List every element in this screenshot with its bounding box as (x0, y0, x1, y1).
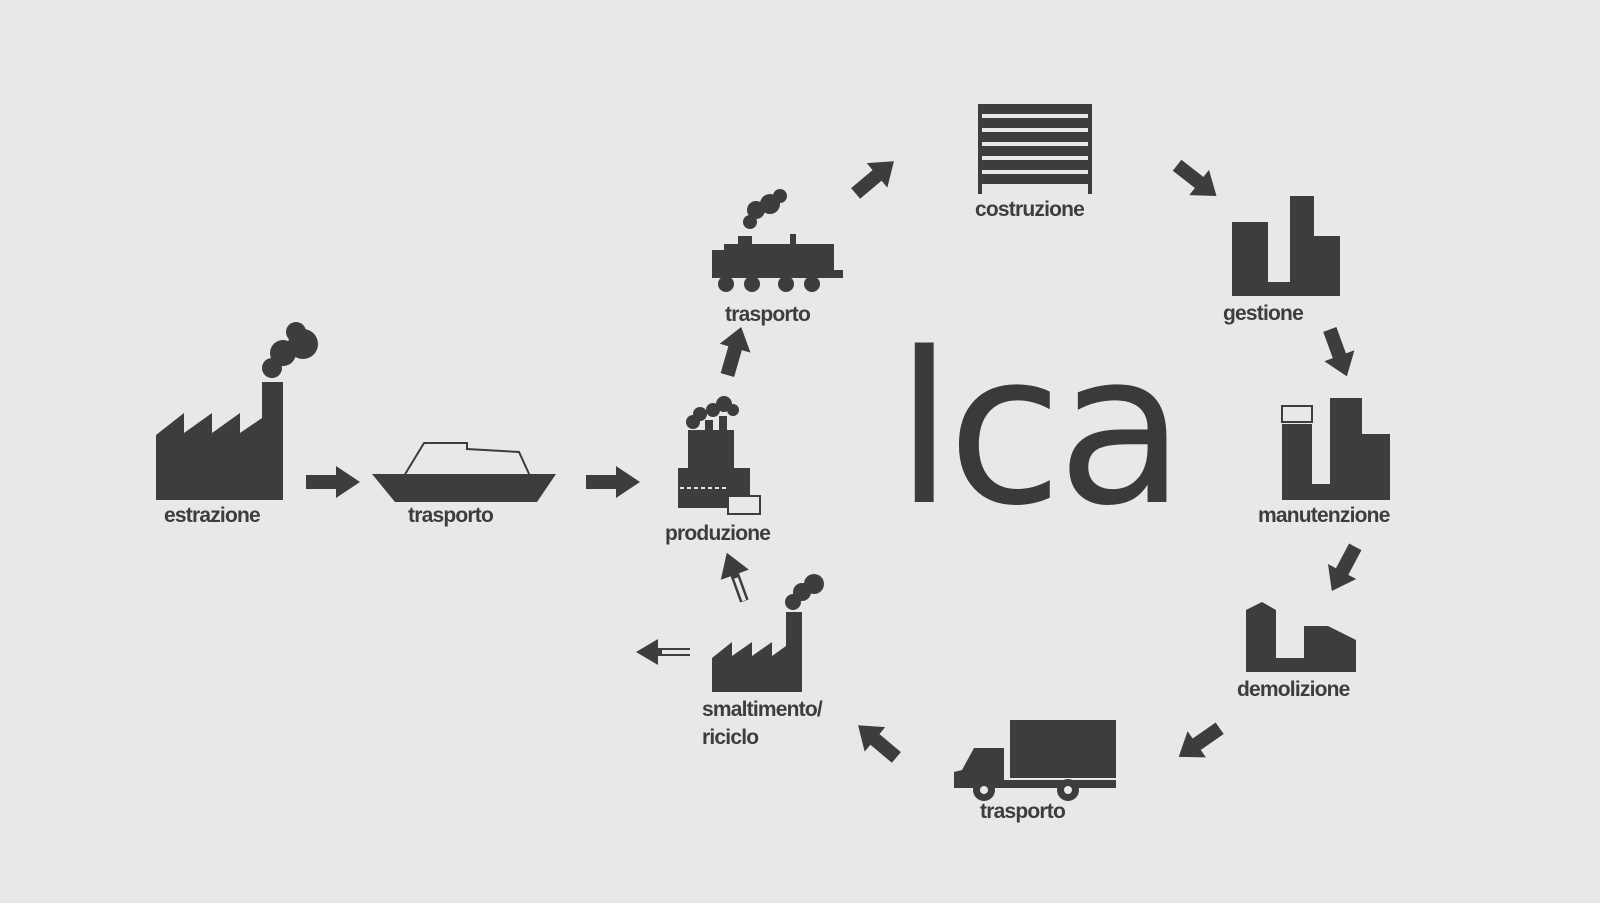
step-label-trasporto-nave: trasporto (408, 504, 493, 527)
step-label-trasporto-camion: trasporto (980, 800, 1065, 823)
building-construction-icon (978, 104, 1092, 194)
arrow-down-right-icon (1172, 159, 1217, 197)
building-management-icon (1232, 196, 1340, 296)
step-label-produzione: produzione (665, 522, 770, 545)
building-demolition-icon (1246, 602, 1356, 672)
production-plant-icon (678, 396, 761, 515)
arrow-up-icon (719, 327, 751, 377)
arrow-right-icon (306, 466, 360, 498)
arrow-left-outline-icon (636, 639, 690, 665)
arrow-up-right-icon (851, 161, 894, 199)
step-label-gestione: gestione (1223, 302, 1303, 325)
arrow-up-left-icon (858, 725, 901, 763)
recycling-factory-icon (712, 574, 824, 692)
ship-icon (372, 442, 556, 502)
truck-icon (954, 720, 1116, 801)
step-label-riciclo: riciclo (702, 726, 758, 749)
step-label-costruzione: costruzione (975, 198, 1084, 221)
arrow-down-icon (1323, 327, 1355, 377)
arrow-right-icon (586, 466, 640, 498)
arrow-down-left-icon (1178, 722, 1224, 758)
arrow-down-left-icon (1327, 543, 1362, 591)
building-maintenance-icon (1281, 398, 1390, 500)
train-icon (712, 189, 843, 292)
step-label-trasporto-treno: trasporto (725, 303, 810, 326)
step-label-manutenzione: manutenzione (1258, 504, 1390, 527)
step-label-demolizione: demolizione (1237, 678, 1350, 701)
diagram-title: lca (895, 307, 1180, 552)
factory-icon (156, 322, 318, 500)
arrow-up-outline-icon (720, 552, 749, 603)
step-label-estrazione: estrazione (164, 504, 260, 527)
step-label-smaltimento: smaltimento/ (702, 698, 823, 721)
